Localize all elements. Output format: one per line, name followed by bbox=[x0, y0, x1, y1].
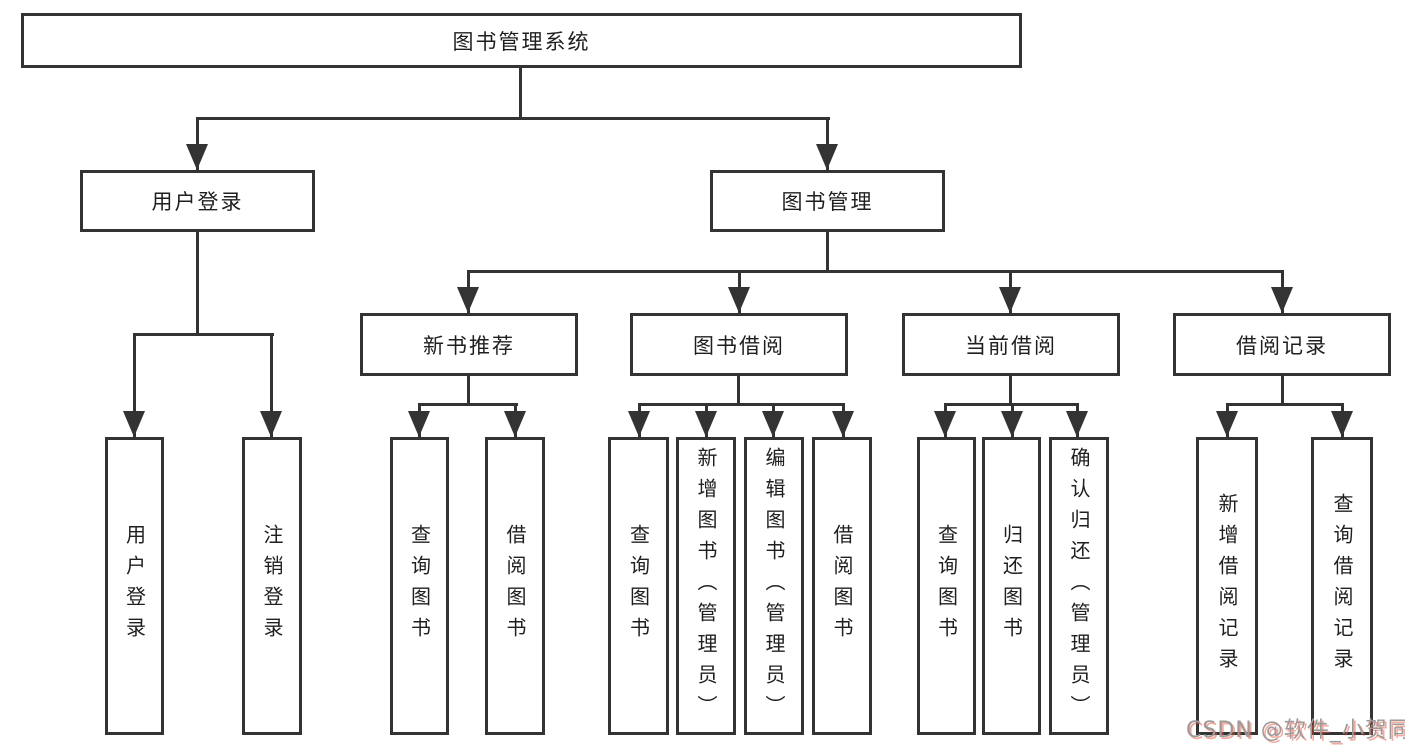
node-borrow-records-label: 借阅记录 bbox=[1236, 333, 1328, 358]
connector-line bbox=[1009, 376, 1012, 406]
arrow-down-icon bbox=[1331, 411, 1353, 437]
leaf-borrow-books-2-label: 借阅图书 bbox=[830, 524, 854, 648]
leaf-borrow-books-1-label: 借阅图书 bbox=[503, 524, 527, 648]
node-user-login-label: 用户登录 bbox=[151, 190, 244, 214]
leaf-return-books: 归还图书 bbox=[982, 437, 1041, 735]
arrow-down-icon bbox=[999, 287, 1021, 313]
connector-line bbox=[133, 333, 136, 437]
arrow-down-icon bbox=[728, 287, 750, 313]
arrow-down-icon bbox=[1271, 287, 1293, 313]
leaf-query-books-3-label: 查询图书 bbox=[934, 524, 959, 648]
leaf-logout-label: 注销登录 bbox=[260, 524, 284, 648]
arrow-down-icon bbox=[628, 411, 650, 437]
leaf-add-books-admin-label: 新增图书（管理员） bbox=[694, 446, 718, 726]
leaf-query-borrow-record: 查询借阅记录 bbox=[1311, 437, 1373, 735]
leaf-add-books-admin: 新增图书（管理员） bbox=[676, 437, 736, 735]
node-new-book-recommend: 新书推荐 bbox=[360, 313, 578, 376]
arrow-down-icon bbox=[1001, 411, 1023, 437]
connector-line bbox=[196, 232, 199, 335]
leaf-user-login: 用户登录 bbox=[105, 437, 164, 735]
connector-line bbox=[196, 117, 830, 120]
leaf-add-borrow-record: 新增借阅记录 bbox=[1196, 437, 1258, 735]
leaf-query-books-1: 查询图书 bbox=[390, 437, 449, 735]
node-book-management: 图书管理 bbox=[710, 170, 945, 232]
node-book-borrow-label: 图书借阅 bbox=[693, 333, 785, 358]
arrow-down-icon bbox=[1216, 411, 1238, 437]
connector-line bbox=[1281, 376, 1284, 406]
leaf-user-login-label: 用户登录 bbox=[122, 524, 147, 648]
leaf-query-books-1-label: 查询图书 bbox=[407, 524, 432, 648]
node-book-management-label: 图书管理 bbox=[781, 190, 874, 214]
node-borrow-records: 借阅记录 bbox=[1173, 313, 1391, 376]
leaf-query-books-3: 查询图书 bbox=[917, 437, 976, 735]
node-user-login: 用户登录 bbox=[80, 170, 315, 232]
connector-line bbox=[467, 376, 470, 406]
connector-line bbox=[418, 403, 518, 406]
connector-line bbox=[196, 117, 199, 170]
arrow-down-icon bbox=[832, 411, 854, 437]
arrow-down-icon bbox=[457, 287, 479, 313]
connector-line bbox=[519, 68, 522, 119]
node-book-borrow: 图书借阅 bbox=[630, 313, 848, 376]
arrow-down-icon bbox=[123, 411, 145, 437]
connector-line bbox=[467, 270, 1284, 273]
connector-line bbox=[270, 333, 273, 437]
arrow-down-icon bbox=[762, 411, 784, 437]
connector-line bbox=[133, 333, 274, 336]
root-node-library-system: 图书管理系统 bbox=[21, 13, 1022, 68]
leaf-logout: 注销登录 bbox=[242, 437, 302, 735]
connector-line bbox=[826, 117, 829, 170]
arrow-down-icon bbox=[816, 144, 838, 170]
leaf-query-books-2: 查询图书 bbox=[608, 437, 669, 735]
arrow-down-icon bbox=[186, 144, 208, 170]
node-current-borrow: 当前借阅 bbox=[902, 313, 1120, 376]
arrow-down-icon bbox=[695, 411, 717, 437]
leaf-edit-books-admin-label: 编辑图书（管理员） bbox=[762, 446, 786, 726]
arrow-down-icon bbox=[1066, 411, 1088, 437]
node-current-borrow-label: 当前借阅 bbox=[965, 333, 1057, 358]
arrow-down-icon bbox=[408, 411, 430, 437]
leaf-query-borrow-record-label: 查询借阅记录 bbox=[1330, 493, 1354, 679]
leaf-return-books-label: 归还图书 bbox=[999, 524, 1024, 648]
leaf-query-books-2-label: 查询图书 bbox=[626, 524, 651, 648]
arrow-down-icon bbox=[504, 411, 526, 437]
leaf-confirm-return-admin-label: 确认归还（管理员） bbox=[1067, 446, 1091, 726]
leaf-borrow-books-2: 借阅图书 bbox=[812, 437, 872, 735]
root-node-label: 图书管理系统 bbox=[452, 29, 591, 54]
leaf-borrow-books-1: 借阅图书 bbox=[485, 437, 545, 735]
connector-line bbox=[1226, 403, 1344, 406]
leaf-edit-books-admin: 编辑图书（管理员） bbox=[744, 437, 804, 735]
arrow-down-icon bbox=[934, 411, 956, 437]
connector-line bbox=[826, 232, 829, 273]
arrow-down-icon bbox=[260, 411, 282, 437]
node-new-book-recommend-label: 新书推荐 bbox=[423, 333, 515, 358]
leaf-confirm-return-admin: 确认归还（管理员） bbox=[1049, 437, 1109, 735]
connector-line bbox=[638, 403, 845, 406]
leaf-add-borrow-record-label: 新增借阅记录 bbox=[1215, 493, 1239, 679]
csdn-watermark: CSDN @软件_小贺同学 bbox=[1186, 718, 1405, 743]
connector-line bbox=[737, 376, 740, 406]
